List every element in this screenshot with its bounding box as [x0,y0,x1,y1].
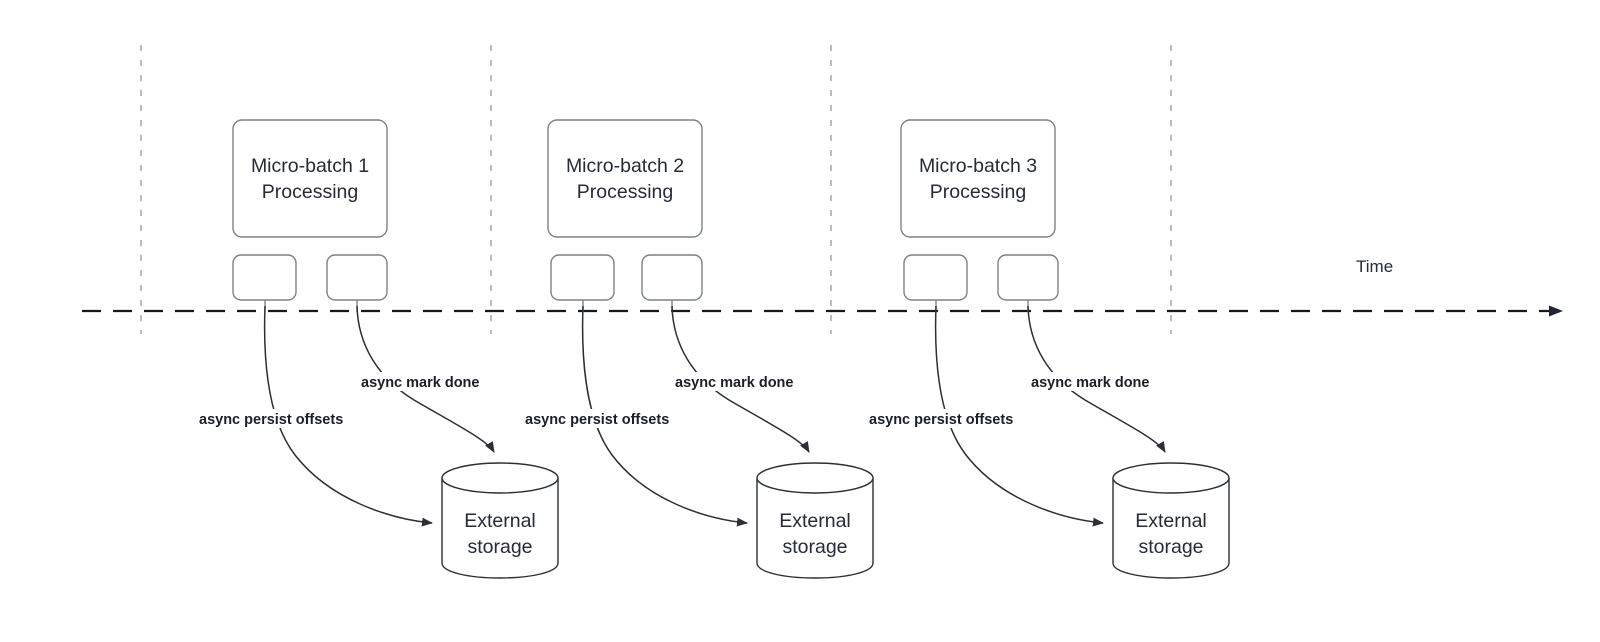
external-storage-3[interactable]: External storage [1112,462,1230,579]
mark-done-label-3: async mark done [1031,375,1149,391]
persist-offsets-arrow-1 [263,305,433,527]
mark-done-task-2[interactable] [641,254,703,301]
micro-batch-3-box[interactable]: Micro-batch 3 Processing [900,119,1056,238]
mark-done-arrow-3 [1027,305,1166,453]
micro-batch-1-rect[interactable] [232,119,388,238]
external-storage-1-label-line1: External [464,510,536,532]
label-backdrop-1b [355,372,503,391]
label-backdrop-3a [863,409,1047,428]
external-storage-1-body[interactable] [441,478,559,579]
external-storage-2-body[interactable] [756,478,874,579]
label-backdrop-2b [669,372,817,391]
micro-batch-3-label-line2: Processing [930,181,1026,203]
mark-done-task-3[interactable] [997,254,1059,301]
persist-offsets-task-2[interactable] [550,254,615,301]
external-storage-2-label-line2: storage [782,536,847,558]
batch-boundary-ticks [140,45,1172,334]
persist-offsets-arrow-3 [934,305,1104,527]
mark-done-label-2: async mark done [675,375,793,391]
micro-batch-3-label-line1: Micro-batch 3 [919,155,1037,177]
micro-batch-1-label-line1: Micro-batch 1 [251,155,369,177]
micro-batch-2-label-line1: Micro-batch 2 [566,155,684,177]
external-storage-1[interactable]: External storage [441,462,559,579]
micro-batch-3-rect[interactable] [900,119,1056,238]
micro-batch-1-box[interactable]: Micro-batch 1 Processing [232,119,388,238]
external-storage-1-label-line2: storage [467,536,532,558]
micro-batch-2-box[interactable]: Micro-batch 2 Processing [547,119,703,238]
time-axis-label: Time [1356,257,1393,276]
persist-offsets-arrow-2 [581,305,748,527]
micro-batch-group-1: Micro-batch 1 Processing async persist o… [193,119,559,579]
external-storage-2-label-line1: External [779,510,851,532]
external-storage-1-top[interactable] [441,462,559,494]
label-backdrop-3b [1025,372,1173,391]
micro-batch-1-label-line2: Processing [262,181,358,203]
mark-done-task-1[interactable] [326,254,388,301]
persist-offsets-label-3: async persist offsets [869,412,1013,428]
micro-batch-2-rect[interactable] [547,119,703,238]
micro-batch-group-2: Micro-batch 2 Processing async persist o… [519,119,874,579]
micro-batch-2-label-line2: Processing [577,181,673,203]
external-storage-2-top[interactable] [756,462,874,494]
micro-batch-group-3: Micro-batch 3 Processing async persist o… [863,119,1230,579]
external-storage-3-label-line1: External [1135,510,1207,532]
external-storage-3-top[interactable] [1112,462,1230,494]
persist-offsets-label-1: async persist offsets [199,412,343,428]
label-backdrop-2a [519,409,703,428]
external-storage-3-label-line2: storage [1138,536,1203,558]
external-storage-2[interactable]: External storage [756,462,874,579]
mark-done-arrow-1 [356,305,495,453]
label-backdrop-1a [193,409,377,428]
persist-offsets-task-3[interactable] [903,254,968,301]
mark-done-label-1: async mark done [361,375,479,391]
persist-offsets-task-1[interactable] [232,254,297,301]
mark-done-arrow-2 [671,305,810,453]
external-storage-3-body[interactable] [1112,478,1230,579]
persist-offsets-label-2: async persist offsets [525,412,669,428]
